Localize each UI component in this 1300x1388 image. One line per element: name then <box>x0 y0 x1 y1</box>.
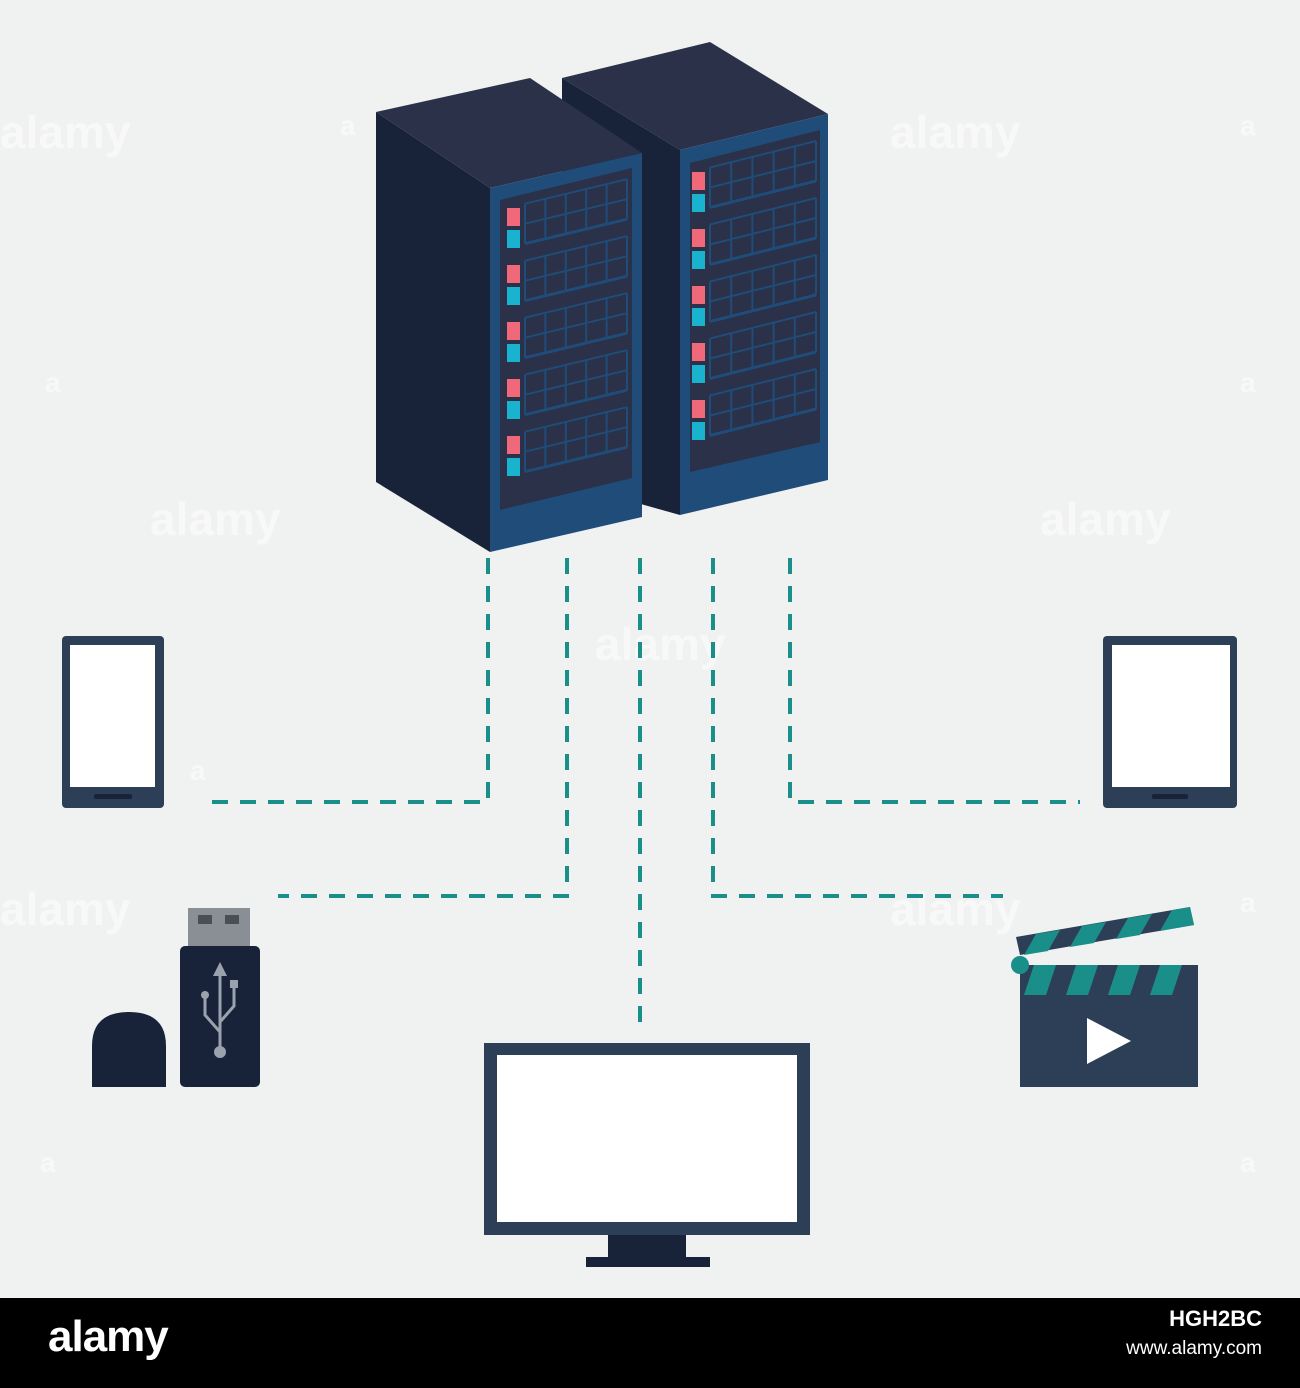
watermark-glyph: a <box>40 1147 56 1178</box>
drive-bay-line <box>524 349 628 376</box>
footer-image-id: HGH2BC <box>1169 1306 1262 1331</box>
watermark-glyph: a <box>1240 1147 1256 1178</box>
indicator-light-red <box>507 265 520 283</box>
drive-bay-line <box>524 312 628 339</box>
watermark-glyph: a <box>45 367 61 398</box>
drive-bay-line <box>709 197 817 226</box>
drive-bay-line <box>524 445 628 474</box>
watermark-glyph: a <box>1240 110 1256 141</box>
indicator-light-cyan <box>692 251 705 269</box>
drive-bay-line <box>524 198 628 225</box>
drive-bay-line <box>524 178 628 205</box>
watermark-text: alamy <box>150 493 281 545</box>
drive-bay-line <box>524 426 628 453</box>
drive-bay-line <box>524 388 628 417</box>
usb-flash-drive-icon <box>92 908 260 1087</box>
drive-bay-line <box>709 350 817 380</box>
watermark-glyph: a <box>190 755 206 786</box>
drive-bay-line <box>709 407 817 437</box>
indicator-light-red <box>507 379 520 397</box>
server-rack-left <box>376 78 642 552</box>
watermark-text: alamy <box>595 618 726 670</box>
watermark-text: alamy <box>0 883 131 935</box>
smartphone-icon <box>62 636 164 808</box>
indicator-light-red <box>692 343 705 361</box>
drive-bay-line <box>524 217 628 246</box>
drive-bay-line <box>709 368 817 397</box>
drive-bay-line <box>709 311 817 340</box>
indicator-light-cyan <box>507 458 520 476</box>
clapperboard-play-icon <box>1011 907 1198 1087</box>
watermark-layer: alamy alamy alamy alamy alamy alamy alam… <box>0 106 1256 1178</box>
footer-url[interactable]: www.alamy.com <box>1126 1338 1262 1359</box>
watermark-glyph: a <box>340 110 356 141</box>
drive-bay-line <box>709 179 817 209</box>
indicator-light-cyan <box>507 401 520 419</box>
indicator-light-cyan <box>507 287 520 305</box>
drive-bay-line <box>524 274 628 303</box>
indicator-light-cyan <box>692 194 705 212</box>
server-rack-icon <box>376 42 828 552</box>
indicator-light-cyan <box>692 422 705 440</box>
drive-bay-line <box>709 160 817 189</box>
drive-bay-line <box>709 217 817 246</box>
drive-bay-line <box>524 369 628 396</box>
drive-bay-line <box>709 388 817 417</box>
watermark-text: alamy <box>890 883 1021 935</box>
monitor-icon <box>484 1043 810 1267</box>
indicator-light-red <box>692 172 705 190</box>
drive-bay-line <box>709 274 817 303</box>
connector-clapperboard <box>711 558 1003 898</box>
indicator-light-red <box>692 400 705 418</box>
watermark-glyph: a <box>1240 887 1256 918</box>
drive-bay-line <box>709 236 817 266</box>
indicator-light-red <box>692 229 705 247</box>
diagram-canvas: alamy alamy alamy alamy alamy alamy alam… <box>0 42 1256 1267</box>
footer-logo: alamy <box>48 1312 169 1361</box>
drive-bay-line <box>524 235 628 262</box>
drive-bay-line <box>524 292 628 319</box>
footer-bar: alamy HGH2BC www.alamy.com <box>0 1298 1300 1388</box>
drive-bay-line <box>524 255 628 282</box>
connector-smartphone <box>200 558 490 804</box>
drive-bay-line <box>709 140 817 169</box>
watermark-text: alamy <box>890 106 1021 158</box>
watermark-text: alamy <box>0 106 131 158</box>
indicator-light-red <box>507 436 520 454</box>
drive-bay-line <box>524 406 628 433</box>
indicator-light-cyan <box>507 230 520 248</box>
drive-bay-line <box>524 331 628 360</box>
rack-drive-grid <box>507 140 817 476</box>
indicator-light-cyan <box>692 365 705 383</box>
connector-usb-drive <box>278 558 569 898</box>
indicator-light-cyan <box>507 344 520 362</box>
connector-tablet <box>788 558 1080 804</box>
indicator-light-cyan <box>692 308 705 326</box>
watermark-text: alamy <box>1040 493 1171 545</box>
watermark-glyph: a <box>1240 367 1256 398</box>
indicator-light-red <box>507 208 520 226</box>
indicator-light-red <box>507 322 520 340</box>
drive-bay-line <box>709 331 817 360</box>
drive-bay-line <box>709 254 817 283</box>
drive-bay-line <box>709 293 817 323</box>
indicator-light-red <box>692 286 705 304</box>
connector-lines <box>200 558 1080 1022</box>
tablet-icon <box>1103 636 1237 808</box>
